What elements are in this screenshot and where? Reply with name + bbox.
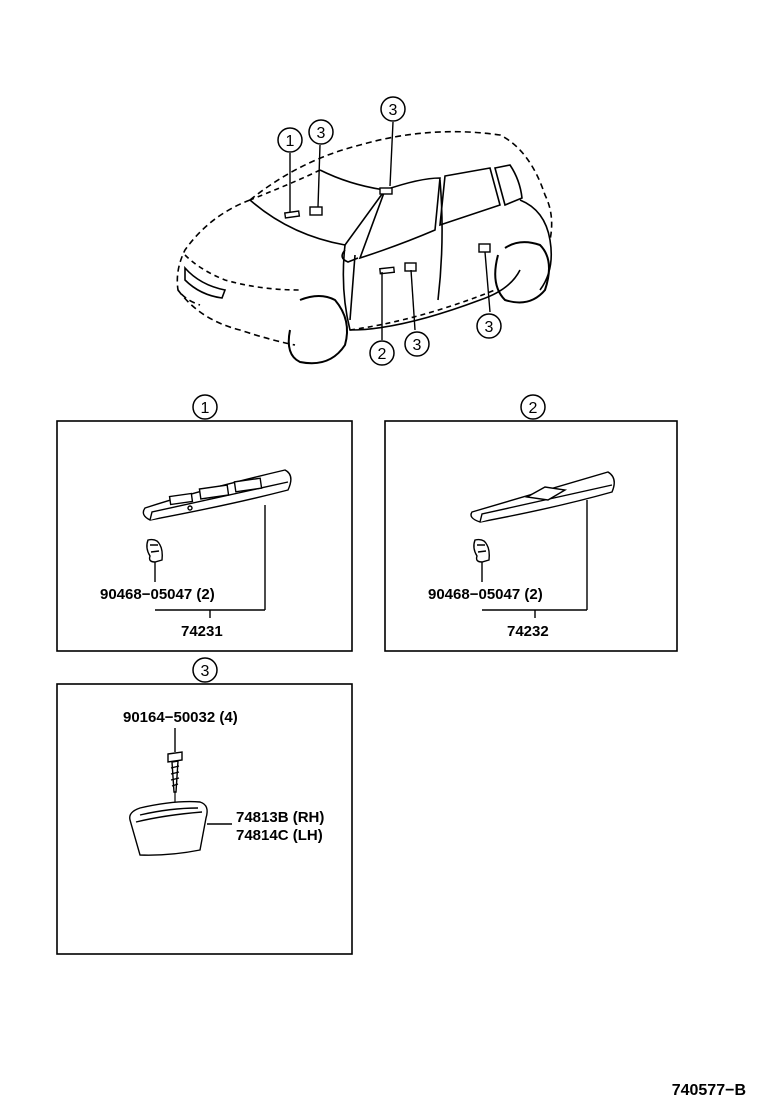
panel-3-lh-part: 74814C (LH) [236,827,323,844]
panel-3-screw-part: 90164−50032 (4) [123,709,238,726]
car-callout-3d: 3 [476,313,502,339]
screw-drawing [167,751,183,793]
svg-text:2: 2 [529,400,538,417]
panel-1-leaders [154,505,266,618]
car-callout-3c: 3 [404,331,430,357]
panel-3-frame [56,683,353,955]
door-switch-drawing [470,471,615,523]
car-callout-3b: 3 [380,96,406,122]
diagram-reference: 740577−B [672,1082,746,1099]
svg-text:3: 3 [389,102,398,119]
car-illustration [176,130,553,365]
svg-text:2: 2 [378,346,387,363]
panel-2-main-part: 74232 [507,623,549,640]
svg-text:1: 1 [201,400,210,417]
svg-text:3: 3 [485,319,494,336]
clip-drawing-1 [146,538,163,563]
cup-drawing [129,800,208,856]
car-leader-lines [289,121,491,340]
panel-3: 3 90164−50032 (4) 74813B (RH) 74814C (LH… [56,657,353,955]
svg-text:3: 3 [201,663,210,680]
svg-text:1: 1 [286,133,295,150]
panel-1-frame [56,420,353,652]
car-callout-3a: 3 [308,119,334,145]
panel-1-main-part: 74231 [181,623,223,640]
car-callout-1: 1 [277,127,303,153]
panel-1-clip-part: 90468−05047 (2) [100,586,215,603]
panel-2-clip-part: 90468−05047 (2) [428,586,543,603]
panel-1: 1 90468−05047 (2) 74231 [56,394,353,652]
panel-3-callout: 3 [192,657,218,683]
svg-text:3: 3 [317,125,326,142]
panel-2-leaders [481,500,588,618]
car-switch-markers [283,187,491,275]
panel-2-frame [384,420,678,652]
panel-1-callout: 1 [192,394,218,420]
panel-2-callout: 2 [520,394,546,420]
car-callout-2: 2 [369,340,395,366]
panel-3-rh-part: 74813B (RH) [236,809,324,826]
master-switch-drawing [142,469,292,521]
clip-drawing-2 [473,538,490,563]
panel-2: 2 90468−05047 (2) 74232 [384,394,678,652]
svg-text:3: 3 [413,337,422,354]
